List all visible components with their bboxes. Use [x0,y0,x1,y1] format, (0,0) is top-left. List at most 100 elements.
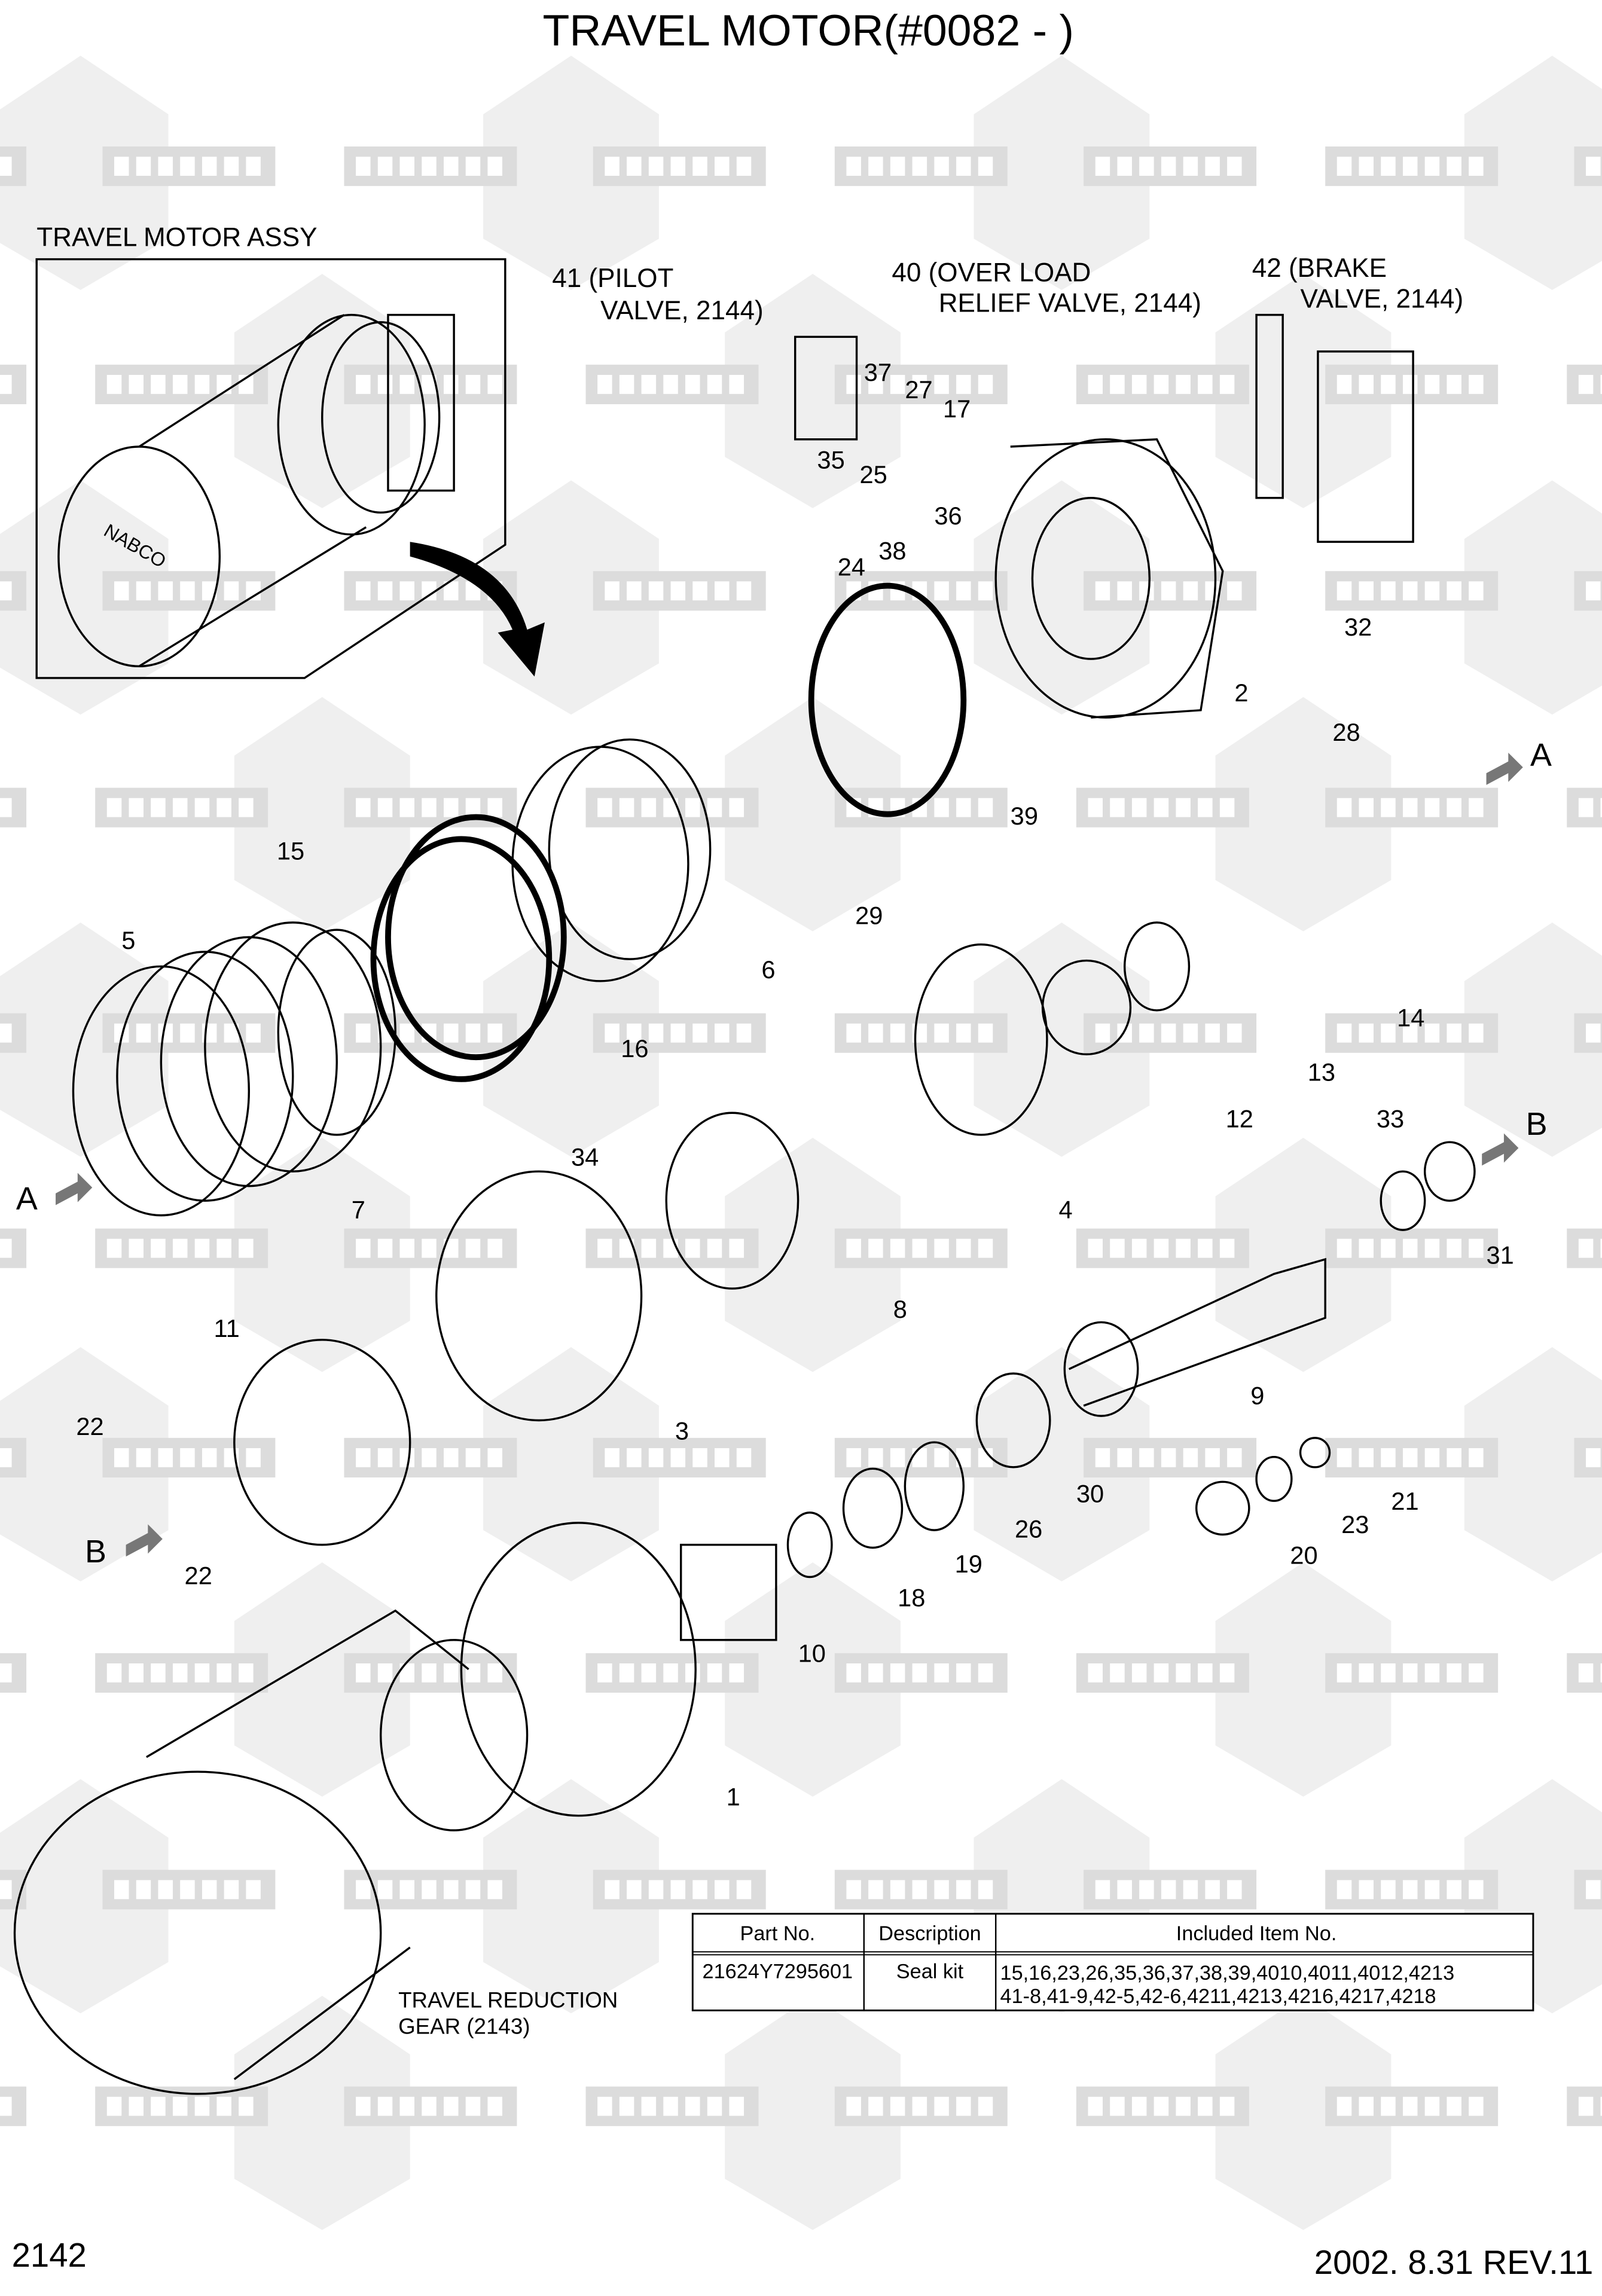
watermark-letter-mark [912,157,927,176]
watermark-letter-mark [180,581,195,601]
watermark-letter-mark [685,1238,700,1258]
watermark-letter-mark [1359,2096,1374,2116]
watermark-letter-mark [1117,1880,1132,1900]
watermark-letter-mark [422,1880,437,1900]
watermark-letter-mark [912,1880,927,1900]
watermark-letter-mark [648,1023,664,1043]
watermark-letter-mark [1402,1880,1418,1900]
watermark-letter-mark [1381,1663,1396,1683]
watermark-letter-mark [0,157,12,176]
watermark-letter-mark [736,1448,752,1467]
watermark-letter-mark [1227,1023,1242,1043]
watermark-letter-mark [670,581,686,601]
watermark-letter-mark [648,157,664,176]
watermark-letter-mark [1586,581,1601,601]
watermark-letter-mark [692,1448,707,1467]
watermark-letter-mark [399,1880,415,1900]
watermark-letter-mark [106,1238,122,1258]
watermark-letter-mark [0,798,12,817]
watermark-letter-mark [422,1663,437,1683]
watermark-letter-mark [641,798,657,817]
watermark-letter-mark [246,157,261,176]
watermark-letter-mark [114,157,129,176]
watermark-letter-mark [1381,581,1396,601]
watermark-letter-mark [1117,581,1132,601]
watermark-letter-mark [216,1238,231,1258]
watermark-letter-mark [912,2096,927,2116]
cell-items-1: 15,16,23,26,35,36,37,38,39,4010,4011,401… [1000,1962,1455,1984]
watermark-letter-mark [1424,1238,1440,1258]
watermark-letter-mark [715,1448,730,1467]
watermark-letter-mark [1198,375,1213,394]
watermark-logo [1215,1137,1392,1372]
watermark-letter-mark [114,1448,129,1467]
watermark-letter-mark [648,1448,664,1467]
watermark-letter-mark [180,1023,195,1043]
watermark-letter-mark [1131,798,1147,817]
watermark-logo [1464,922,1602,1157]
watermark-logo [0,1779,169,2014]
watermark-letter-mark [224,1880,239,1900]
watermark-letter-mark [1578,1238,1594,1258]
watermark-letter-mark [1469,581,1484,601]
watermark-letter-mark [715,157,730,176]
watermark-letter-mark [868,2096,883,2116]
watermark-logo [234,1562,410,1797]
watermark-logo [234,697,410,932]
watermark-letter-mark [239,1663,254,1683]
watermark-letter-mark [1402,798,1418,817]
watermark-letter-mark [1139,581,1154,601]
watermark-letter-mark [1402,1023,1418,1043]
watermark-letter-mark [1447,798,1461,817]
watermark-letter-mark [399,157,415,176]
watermark-letter-mark [1469,1023,1484,1043]
watermark-letter-mark [1336,1023,1352,1043]
watermark-letter-mark [890,375,905,394]
watermark-letter-mark [978,1023,993,1043]
callout-18: 18 [898,1583,925,1611]
callout-7: 7 [352,1196,365,1224]
watermark-letter-mark [729,375,744,394]
watermark-letter-mark [1469,2096,1484,2116]
watermark-logo [974,922,1150,1157]
watermark-letter-mark [443,1023,459,1043]
brake-valve-label-1: 42 (BRAKE [1252,254,1387,283]
callout-2: 2 [1234,679,1248,707]
arrow-b-left-icon [126,1524,163,1557]
watermark-letter-mark [736,1023,752,1043]
callout-A: A [1530,737,1552,773]
watermark-letter-mark [736,1880,752,1900]
watermark-letter-mark [224,581,239,601]
watermark-letter-mark [1110,1238,1125,1258]
watermark-letter-mark [605,581,620,601]
watermark-logo [0,922,169,1157]
watermark-letter-mark [1402,1238,1418,1258]
watermark-letter-mark [641,1663,657,1683]
watermark-letter-mark [1402,375,1418,394]
watermark-letter-mark [685,1663,700,1683]
watermark-letter-mark [1227,581,1242,601]
watermark-letter-mark [692,1880,707,1900]
watermark-letter-mark [715,1023,730,1043]
watermark-letter-mark [1088,798,1103,817]
watermark-letter-mark [136,581,151,601]
watermark-letter-mark [377,1238,393,1258]
watermark-letter-mark [1198,1238,1213,1258]
watermark-letter-mark [1402,157,1418,176]
watermark-letter-mark [129,1663,144,1683]
watermark-letter-mark [670,1023,686,1043]
watermark-letter-mark [1359,157,1374,176]
callout-23: 23 [1341,1510,1369,1538]
watermark-letter-mark [1205,581,1220,601]
watermark-letter-mark [377,2096,393,2116]
watermark-letter-mark [1586,1448,1601,1467]
watermark-letter-mark [736,157,752,176]
watermark-letter-mark [1586,157,1601,176]
watermark-letter-mark [0,1448,12,1467]
watermark-letter-mark [1600,375,1602,394]
callout-27: 27 [905,375,932,404]
watermark-letter-mark [1424,798,1440,817]
watermark-letter-mark [172,1663,188,1683]
callout-22: 22 [185,1562,212,1590]
watermark-letter-mark [180,157,195,176]
